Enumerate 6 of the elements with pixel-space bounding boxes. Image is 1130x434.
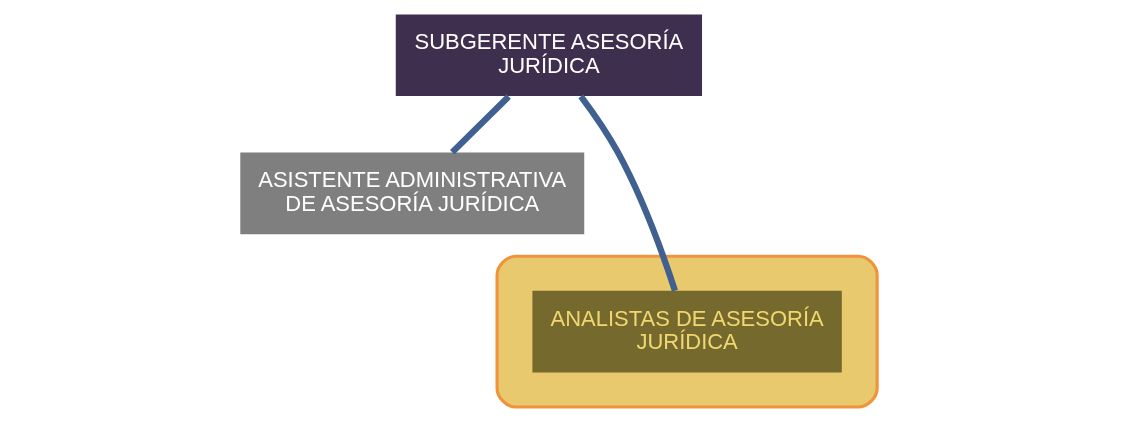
node-box: ASISTENTE ADMINISTRATIVA DE ASESORÍA JURÍDICA — [240, 152, 585, 235]
cluster — [495, 254, 879, 409]
node-box: ANALISTAS DE ASESORÍA JURÍDICA — [532, 290, 842, 373]
connector — [578, 94, 678, 292]
node-box: SUBGERENTE ASESORÍA JURÍDICA — [395, 14, 703, 97]
connector — [450, 94, 511, 155]
